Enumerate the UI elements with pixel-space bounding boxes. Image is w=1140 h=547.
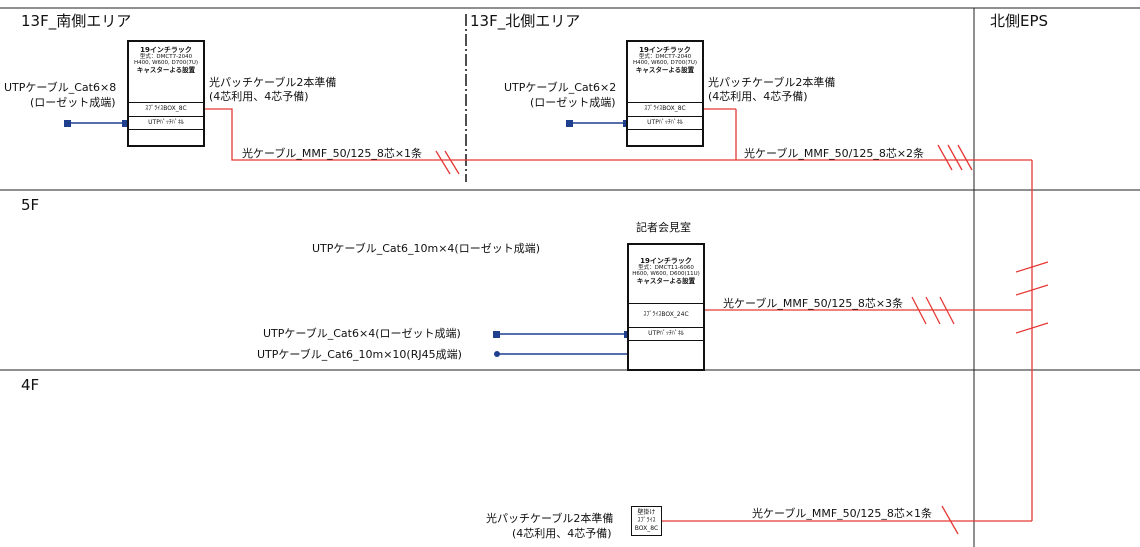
north-eps-title: 北側EPS	[990, 12, 1049, 30]
fiber-13f-south	[205, 108, 1032, 161]
utp-13f-south-end-left	[64, 120, 71, 127]
slash-eps-3	[1015, 322, 1049, 334]
slash-4f-1	[941, 505, 959, 535]
f5-utp-rosette-label: UTPケーブル_Cat6×4(ローゼット成端)	[263, 327, 461, 340]
rack-spec2: H400, W600, D700(7U)	[133, 60, 199, 67]
south-patch-label-1: 光パッチケーブル2本準備	[209, 76, 337, 89]
rack-caster: キャスターよる設置	[636, 276, 696, 285]
rack-spec2: H600, W600, D600(11U)	[632, 271, 700, 278]
rack-title: 19インチラック	[639, 46, 691, 54]
floor-4f-title: 4F	[21, 376, 40, 394]
north-utp-label-1: UTPケーブル_Cat6×2	[504, 81, 617, 94]
south-utp-label-2: (ローゼット成端)	[30, 96, 116, 109]
south-area-title: 13F_南側エリア	[21, 12, 132, 30]
north-utp-label-2: (ローゼット成端)	[530, 96, 616, 109]
splice-box: ｽﾌﾟﾗｲｽBOX_24C	[629, 303, 703, 327]
rack-header: 19インチラック 型式：DMCT11-6060 H600, W600, D600…	[629, 257, 703, 285]
rack-caster: キャスターよる設置	[635, 65, 695, 74]
slash-13f-south-2	[444, 150, 460, 175]
north-patch-label-1: 光パッチケーブル2本準備	[708, 76, 836, 89]
slash-13f-north-2	[947, 144, 963, 171]
south-patch-label-2: (4芯利用、4芯予備)	[209, 90, 309, 103]
slash-13f-north-3	[957, 144, 973, 171]
rack-spec1: 型式：DMCT7-2040	[139, 54, 193, 61]
utp-patch-panel: UTPﾊﾟｯﾁﾊﾟﾈﾙ	[129, 116, 203, 130]
rack-5f-room: 19インチラック 型式：DMCT11-6060 H600, W600, D600…	[627, 243, 705, 371]
wall-splice-label: ｽﾌﾟﾗｲｽBOX_8C	[634, 517, 659, 533]
rack-13f-south: 19インチラック 型式：DMCT7-2040 H400, W600, D700(…	[127, 40, 205, 147]
rack-spec1: 型式：DMCT7-2040	[638, 54, 692, 61]
rack-title: 19インチラック	[640, 257, 692, 265]
splice-box: ｽﾌﾟﾗｲｽBOX_8C	[628, 102, 702, 116]
slash-eps-2	[1015, 284, 1049, 296]
utp-13f-south-end-right	[122, 120, 129, 127]
north-area-title: 13F_北側エリア	[470, 12, 581, 30]
south-utp-label-1: UTPケーブル_Cat6×8	[4, 81, 117, 94]
room-title: 記者会見室	[636, 221, 691, 234]
utp-5f-rosette-end-left	[493, 331, 500, 338]
floor-grid	[0, 7, 1140, 547]
floor-5f-title: 5F	[21, 196, 40, 214]
f5-utp-top-label: UTPケーブル_Cat6_10m×4(ローゼット成端)	[312, 242, 540, 255]
north-fiber-label: 光ケーブル_MMF_50/125_8芯×2条	[744, 147, 925, 160]
north-patch-label-2: (4芯利用、4芯予備)	[708, 90, 808, 103]
slash-5f-1	[911, 296, 927, 325]
rack-header: 19インチラック 型式：DMCT7-2040 H400, W600, D700(…	[628, 46, 702, 74]
slash-13f-south-1	[435, 150, 451, 175]
rack-13f-north: 19インチラック 型式：DMCT7-2040 H400, W600, D700(…	[626, 40, 704, 147]
utp-patch-panel: UTPﾊﾟｯﾁﾊﾟﾈﾙ	[628, 116, 702, 130]
utp-patch-panel: UTPﾊﾟｯﾁﾊﾟﾈﾙ	[629, 327, 703, 341]
rack-header: 19インチラック 型式：DMCT7-2040 H400, W600, D700(…	[129, 46, 203, 74]
fiber-cables	[205, 108, 1049, 535]
wall-mount-label: 壁掛け	[637, 509, 656, 516]
utp-5f-rj45-end-left	[494, 351, 500, 357]
f5-utp-rj45-label: UTPケーブル_Cat6_10m×10(RJ45成端)	[257, 348, 462, 361]
rack-spec2: H400, W600, D700(7U)	[632, 60, 698, 67]
slash-5f-2	[925, 296, 941, 325]
slash-eps-1	[1015, 261, 1049, 273]
f4-fiber-label: 光ケーブル_MMF_50/125_8芯×1条	[752, 507, 933, 520]
slash-5f-3	[939, 296, 955, 325]
f5-fiber-label: 光ケーブル_MMF_50/125_8芯×3条	[723, 297, 904, 310]
splice-box: ｽﾌﾟﾗｲｽBOX_8C	[129, 102, 203, 116]
rack-spec1: 型式：DMCT11-6060	[638, 265, 694, 272]
rack-caster: キャスターよる設置	[136, 65, 196, 74]
wall-splice-box-4f: 壁掛け ｽﾌﾟﾗｲｽBOX_8C	[631, 506, 662, 536]
utp-13f-north-end-left	[566, 120, 573, 127]
f4-patch-label-1: 光パッチケーブル2本準備	[486, 512, 614, 525]
south-fiber-label: 光ケーブル_MMF_50/125_8芯×1条	[242, 147, 423, 160]
rack-title: 19インチラック	[140, 46, 192, 54]
f4-patch-label-2: (4芯利用、4芯予備)	[512, 527, 612, 540]
slash-13f-north-1	[937, 144, 953, 171]
